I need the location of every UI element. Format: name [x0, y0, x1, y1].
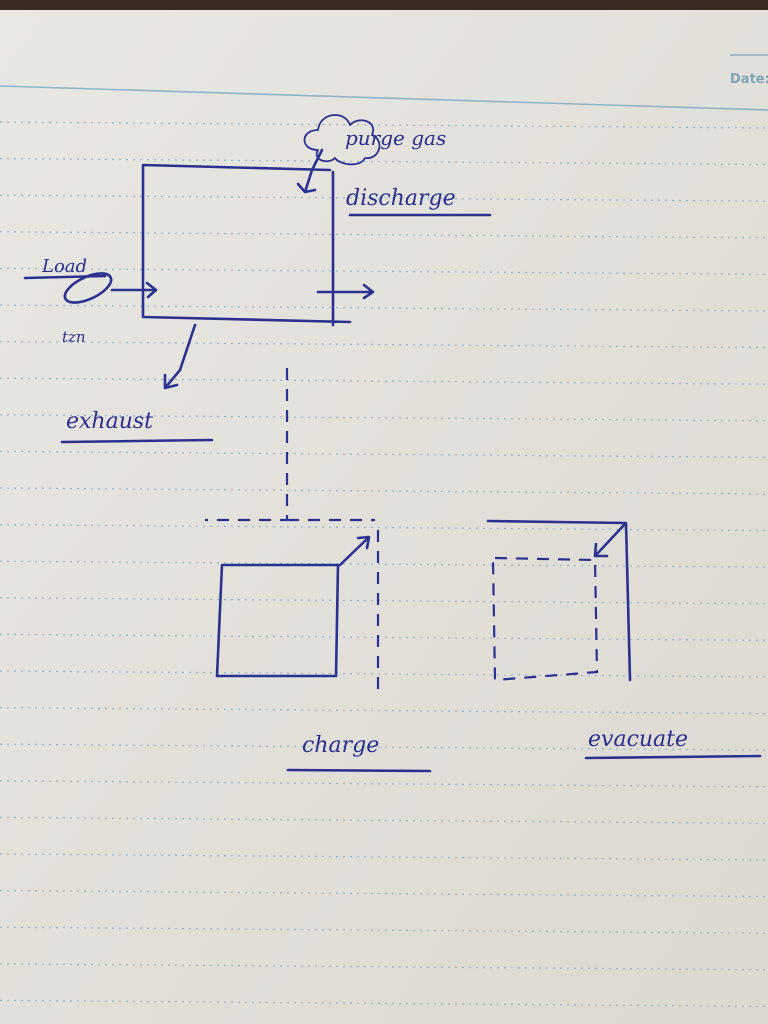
charge-dashed-outline	[205, 368, 380, 690]
date-label: Date:	[730, 72, 768, 87]
chamber-box	[141, 163, 352, 327]
charge-box	[215, 563, 340, 678]
evacuate-dashed-box	[491, 556, 599, 682]
load-note: tzn	[62, 328, 86, 346]
load-tray-icon	[63, 272, 113, 304]
load-label: Load	[41, 256, 87, 277]
cloud-icon	[303, 114, 381, 166]
exhaust-arrow	[163, 323, 197, 390]
load-arrow	[110, 281, 158, 299]
purge-arrow	[296, 148, 324, 194]
load-underline	[23, 274, 107, 280]
paper-sheet	[0, 10, 768, 1024]
exhaust-label: exhaust	[66, 409, 153, 434]
discharge-label: discharge	[346, 186, 456, 211]
evacuate-diagram: evacuate	[486, 519, 762, 760]
exhaust-underline	[60, 438, 214, 444]
evacuate-underline	[584, 754, 762, 760]
charge-label: charge	[302, 733, 379, 758]
evacuate-label: evacuate	[588, 727, 688, 752]
header-rule	[0, 85, 768, 111]
evacuate-box	[486, 519, 632, 682]
chamber-diagram: purge gas discharge Load tzn exhaust	[23, 114, 492, 444]
charge-arrow	[338, 535, 371, 567]
purge-gas-label: purge gas	[345, 126, 446, 150]
discharge-arrow	[316, 283, 375, 300]
evacuate-arrow	[593, 523, 626, 558]
charge-underline	[286, 768, 432, 773]
charge-diagram: charge	[205, 368, 432, 773]
